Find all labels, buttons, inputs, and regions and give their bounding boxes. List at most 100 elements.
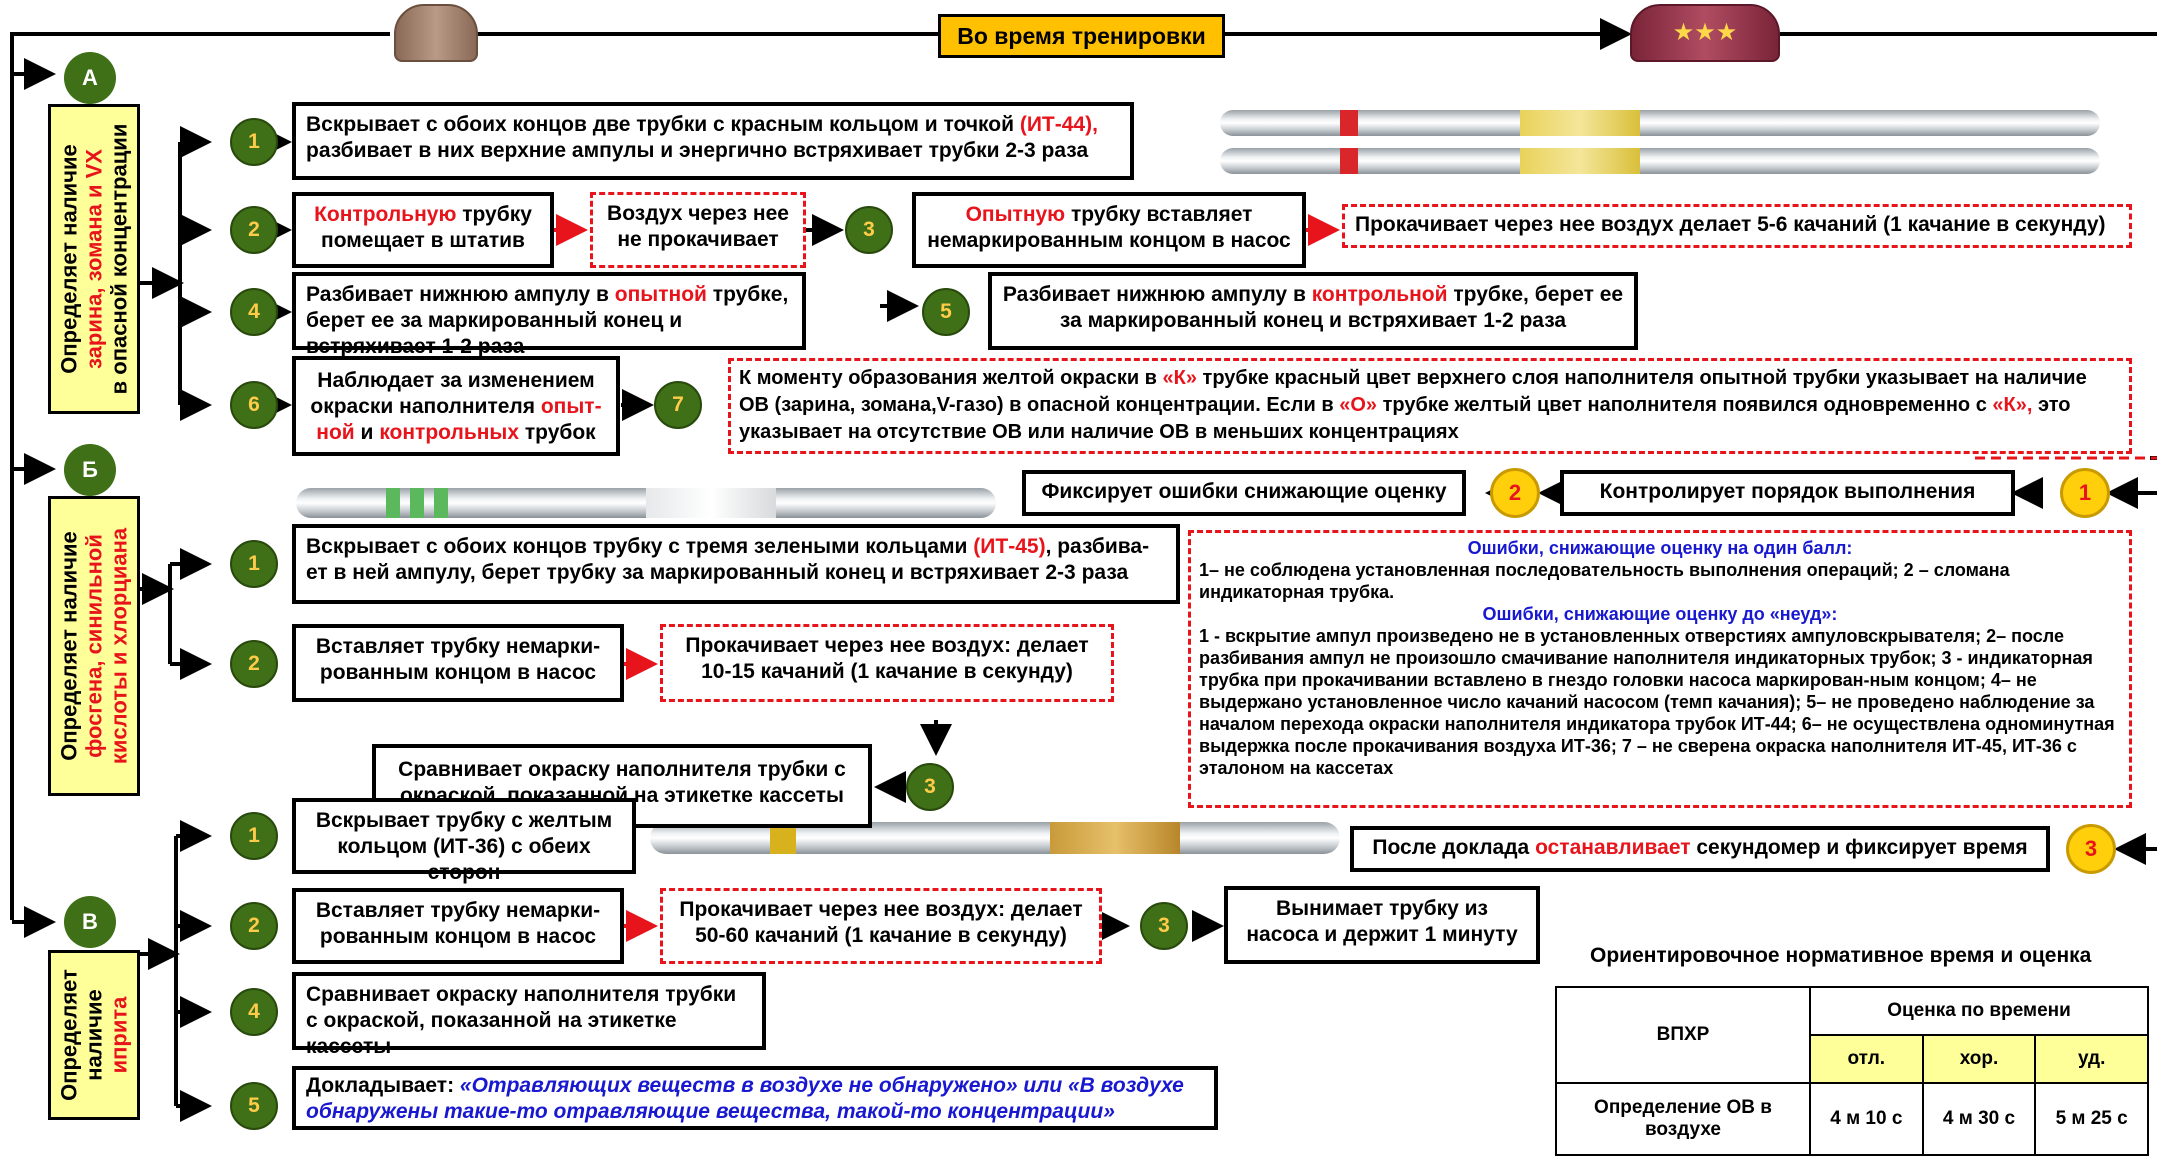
step-c2-box: Вставляет трубку немарки-рованным концом…: [292, 888, 624, 964]
step-a5-red: контрольной: [1311, 283, 1448, 306]
step-a4-box: Разбивает нижнюю ампулу в опытной трубке…: [292, 272, 806, 358]
grades-table: ВПХР Оценка по времени отл. хор. уд. Опр…: [1555, 986, 2149, 1156]
step-b2-box: Вставляет трубку немарки-рованным концом…: [292, 624, 624, 702]
grades-title: Ориентировочное нормативное время и оцен…: [1590, 944, 2092, 967]
step-a7-r1: «К»: [1162, 367, 1197, 389]
step-a2b-text: Воздух через нее не прокачивает: [607, 202, 789, 251]
step-c3-box: Вынимает трубку из насоса и держит 1 мин…: [1224, 886, 1540, 964]
step-b3-num: 3: [924, 775, 936, 798]
step-c2-num: 2: [248, 914, 260, 937]
step-c4-text: Сравнивает окраску наполнителя трубки с …: [306, 983, 737, 1058]
step-c1-text: Вскрывает трубку с желтым кольцом (ИТ-36…: [315, 809, 613, 884]
step-a6-mid: и: [354, 421, 380, 444]
step-c3-num: 3: [1158, 914, 1170, 937]
section-c-label: Определяет наличие иприта: [48, 950, 140, 1120]
grades-value-good: 4 м 30 с: [1921, 1082, 2037, 1156]
step-a1-box: Вскрывает с обоих концов две трубки с кр…: [292, 102, 1134, 180]
step-a2b-box: Воздух через нее не прокачивает: [590, 192, 806, 268]
errors-body-1: 1– не соблюдена установленная последоват…: [1199, 560, 2010, 602]
instructor-step-3-text2: секундомер и фиксирует время: [1690, 836, 2028, 859]
step-a7-t2: трубке красный цвет верхнего слоя наполн…: [739, 367, 2087, 416]
section-a-line3: в опасной концентрации: [106, 123, 132, 395]
step-c4-number: 4: [230, 988, 278, 1036]
step-c5-num: 5: [248, 1094, 260, 1117]
step-a6-num: 6: [248, 393, 260, 416]
step-b1-num: 1: [248, 552, 260, 575]
instructor-step-3-red: останавливает: [1535, 836, 1691, 859]
grades-header-good: хор.: [1921, 1034, 2037, 1084]
step-c2b-box: Прокачивает через нее воздух: делает 50-…: [660, 888, 1102, 964]
step-a3-text: трубку вставляет немаркированным концом …: [927, 203, 1291, 252]
step-b1-box: Вскрывает с обоих концов трубку с тремя …: [292, 524, 1180, 604]
step-b1-text: Вскрывает с обоих концов трубку с тремя …: [306, 535, 974, 558]
step-a6-text2: трубок: [519, 421, 596, 444]
instructor-step-3-text1: После доклада: [1372, 836, 1536, 859]
step-a6-red2: контрольных: [379, 421, 520, 444]
section-b-line3: кислоты и хлорциана: [106, 527, 132, 765]
section-b-line1: Определяет наличие: [56, 531, 82, 761]
step-a2-box: Контрольную трубку помещает в штатив: [292, 192, 554, 268]
step-a4-number: 4: [230, 288, 278, 336]
step-c2b-text: Прокачивает через нее воздух: делает 50-…: [679, 898, 1083, 947]
step-a5-box: Разбивает нижнюю ампулу в контрольной тр…: [988, 272, 1638, 350]
step-a7-number: 7: [654, 381, 702, 429]
step-a3-box: Опытную трубку вставляет немаркированным…: [912, 192, 1306, 268]
section-a-line1: Определяет наличие: [56, 144, 82, 374]
step-a5-text: Разбивает нижнюю ампулу в: [1002, 283, 1312, 306]
step-b2-num: 2: [248, 652, 260, 675]
errors-title-2: Ошибки, снижающие оценку до «неуд»:: [1482, 604, 1838, 624]
step-b1-red: (ИТ-45): [973, 535, 1046, 558]
step-a7-t3: трубке желтый цвет наполнителя появился …: [1377, 394, 1993, 416]
step-a7-r2: «О»: [1339, 394, 1378, 416]
indicator-tube-it44-image-1: [1220, 110, 2100, 136]
step-c1-num: 1: [248, 824, 260, 847]
grades-header-satisfactory: уд.: [2034, 1034, 2149, 1084]
epaulette-right-image: ★★★: [1630, 4, 1780, 62]
step-a2-red: Контрольную: [314, 203, 457, 226]
page-title-text: Во время тренировки: [957, 23, 1206, 49]
step-b3-number: 3: [906, 763, 954, 811]
section-a-label: Определяет наличие зарина, зомана и VX в…: [48, 104, 140, 414]
instructor-step-3-box: После доклада останавливает секундомер и…: [1350, 826, 2050, 872]
instructor-step-1-text: Контролирует порядок выполнения: [1599, 480, 1976, 503]
step-a4-text: Разбивает нижнюю ампулу в: [306, 283, 615, 306]
step-a4-text2: трубке, берет ее за маркированный конец …: [306, 283, 789, 358]
section-b-letter: Б: [82, 457, 98, 482]
step-a3-number: 3: [845, 206, 893, 254]
step-a4-num: 4: [248, 300, 260, 323]
step-a7-t4: это указывает на отсутствие ОВ или налич…: [739, 394, 2071, 443]
step-a4-red: опытной: [614, 283, 707, 306]
step-a7-box: К моменту образования желтой окраски в «…: [728, 358, 2132, 454]
section-c-line2: наличие: [81, 989, 107, 1081]
step-c5-quote: «Отравляющих веществ в воздухе не обнару…: [306, 1074, 1184, 1123]
step-a6-number: 6: [230, 381, 278, 429]
step-c5-number: 5: [230, 1082, 278, 1130]
step-a1-num: 1: [248, 130, 260, 153]
grades-value-satisfactory: 5 м 25 с: [2034, 1082, 2149, 1156]
section-c-line3: иприта: [106, 996, 132, 1074]
page-title: Во время тренировки: [938, 14, 1225, 58]
instructor-step-3-number: 3: [2066, 824, 2116, 874]
step-b1-number: 1: [230, 540, 278, 588]
step-c5-label: Докладывает:: [306, 1074, 460, 1097]
instructor-step-2-num: 2: [1508, 480, 1522, 505]
step-a2-number: 2: [230, 206, 278, 254]
step-a1-text2: разбивает в них верхние ампулы и энергич…: [306, 139, 1089, 162]
step-c2-text: Вставляет трубку немарки-рованным концом…: [315, 899, 601, 948]
grades-row-label: Определение ОВ в воздухе: [1555, 1082, 1811, 1156]
instructor-step-2-text: Фиксирует ошибки снижающие оценку: [1041, 480, 1447, 503]
section-a-badge: А: [64, 52, 116, 104]
step-a7-r3: «К»,: [1992, 394, 2033, 416]
step-b2-number: 2: [230, 640, 278, 688]
step-b2-text: Вставляет трубку немарки-рованным концом…: [315, 635, 601, 684]
step-c1-number: 1: [230, 812, 278, 860]
section-c-badge: В: [64, 896, 116, 948]
section-b-line2: фосгена, синильной: [81, 534, 107, 758]
step-a6-text: Наблюдает за изменением окраски наполнит…: [310, 369, 595, 418]
errors-body-2: 1 - вскрытие ампул произведено не в уста…: [1199, 626, 2115, 778]
step-c3-number: 3: [1140, 902, 1188, 950]
grades-value-excellent: 4 м 10 с: [1809, 1082, 1924, 1156]
step-a2-text: трубку помещает в штатив: [321, 203, 532, 252]
grades-header-vpkhr: ВПХР: [1555, 986, 1811, 1084]
section-c-letter: В: [82, 909, 98, 934]
